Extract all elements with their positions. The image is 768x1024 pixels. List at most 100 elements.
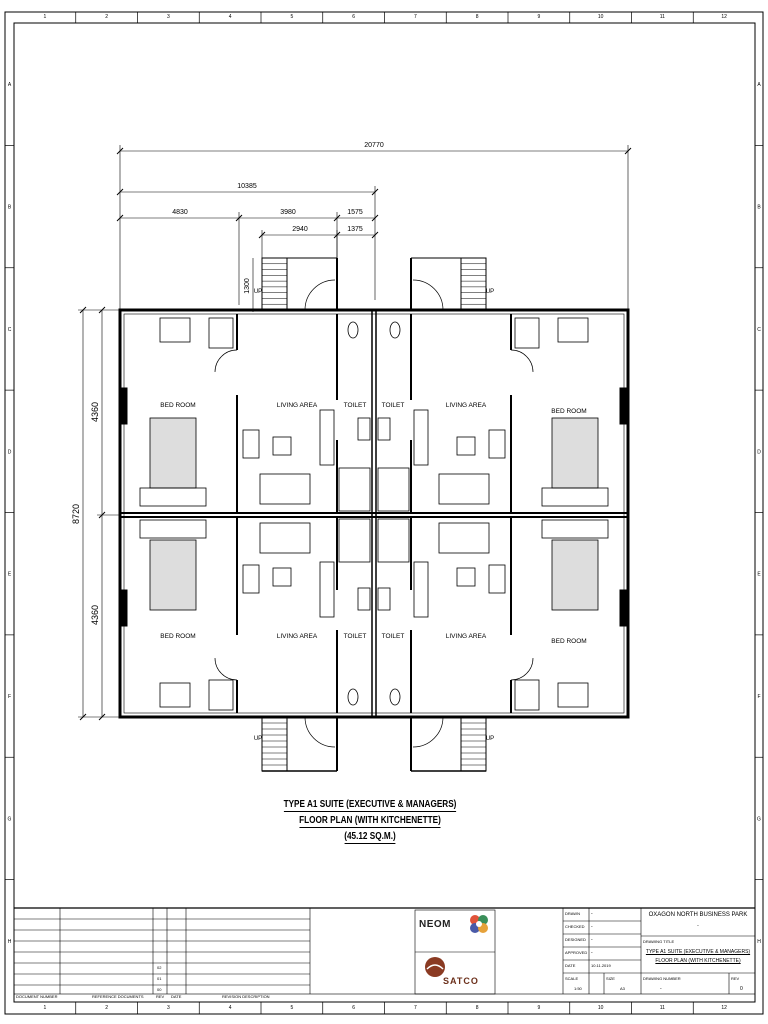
info-approved-label: APPROVED <box>565 950 588 955</box>
label-toilet-br: TOILET <box>382 633 405 640</box>
grid-column-label: 5 <box>290 1005 293 1011</box>
rev-header-docnum: DOCUMENT NUMBER <box>16 994 58 999</box>
label-up-bl: UP <box>254 736 262 742</box>
grid-ticks <box>5 12 763 1014</box>
info-approved-value: - <box>591 950 593 956</box>
info-date-label: DATE <box>565 963 576 968</box>
sheet-title-line3: (45.12 SQ.M.) <box>231 831 510 844</box>
grid-column-label: 8 <box>476 14 479 20</box>
label-toilet-tl: TOILET <box>344 402 367 409</box>
info-drawn-value: - <box>591 911 593 917</box>
floor-plan <box>118 257 630 772</box>
rev-label: REV <box>731 976 740 981</box>
grid-column-label: 11 <box>660 14 665 20</box>
title-block-lines <box>13 907 756 995</box>
grid-column-label: 7 <box>414 14 417 20</box>
dim-seg2: 3980 <box>280 209 296 216</box>
sheet-title-line1: TYPE A1 SUITE (EXECUTIVE & MANAGERS) <box>231 799 510 812</box>
sheet-title-text-3: (45.12 SQ.M.) <box>344 831 396 844</box>
label-bedroom-bl: BED ROOM <box>160 633 195 640</box>
info-size-value: A3 <box>620 986 625 991</box>
grid-column-label: 1 <box>43 14 46 20</box>
info-drawn-label: DRAWN <box>565 911 580 916</box>
project-sub: - <box>697 923 699 929</box>
label-bedroom-tr: BED ROOM <box>551 408 586 415</box>
dim-height-total: 8720 <box>71 504 81 524</box>
outer-border <box>4 11 764 1015</box>
grid-row-label: G <box>8 816 12 822</box>
grid-row-label: D <box>757 449 761 455</box>
neom-logo-text: NEOM <box>419 919 451 930</box>
dim-seg4: 2940 <box>292 226 308 233</box>
rev-value-01: 01 <box>157 976 162 981</box>
dim-height-bottom: 4360 <box>90 605 100 625</box>
grid-column-label: 11 <box>660 1005 665 1011</box>
grid-column-label: 3 <box>167 14 170 20</box>
drawing-number-value: - <box>660 986 662 992</box>
rev-header-refdocs: REFERENCE DOCUMENTS <box>92 994 144 999</box>
neom-emblem-icon <box>470 915 488 933</box>
grid-column-label: 6 <box>352 14 355 20</box>
drawing-number-label: DRAWING NUMBER <box>643 976 681 981</box>
grid-column-label: 6 <box>352 1005 355 1011</box>
grid-column-label: 9 <box>537 1005 540 1011</box>
label-bedroom-tl: BED ROOM <box>160 402 195 409</box>
label-bedroom-br: BED ROOM <box>551 638 586 645</box>
drawing-title-label: DRAWING TITLE <box>643 939 675 944</box>
rev-value-02: 02 <box>157 965 162 970</box>
info-date-value: 10.11.2019 <box>591 963 611 968</box>
grid-row-label: C <box>8 327 12 333</box>
grid-row-label: A <box>8 82 12 88</box>
sheet-title-line2: FLOOR PLAN (WITH KITCHENETTE) <box>231 815 510 828</box>
dim-stair: 1300 <box>244 278 251 294</box>
rev-header-desc: REVISION DESCRIPTION <box>222 994 270 999</box>
label-up-tl: UP <box>254 289 262 295</box>
grid-column-label: 1 <box>43 1005 46 1011</box>
grid-row-label: E <box>8 572 12 578</box>
dim-half: 10385 <box>237 183 257 190</box>
grid-row-label: A <box>757 82 761 88</box>
grid-row-label: B <box>8 205 12 211</box>
grid-row-label: C <box>757 327 761 333</box>
label-up-br: UP <box>486 736 494 742</box>
grid-column-label: 7 <box>414 1005 417 1011</box>
grid-row-label: E <box>757 572 761 578</box>
sheet-title-text-2: FLOOR PLAN (WITH KITCHENETTE) <box>299 815 441 828</box>
info-size-label: SIZE <box>606 976 615 981</box>
dimension-ticks <box>79 147 632 721</box>
info-designed-label: DESIGNED <box>565 937 586 942</box>
label-up-tr: UP <box>486 289 494 295</box>
grid-row-label: F <box>8 694 11 700</box>
satco-logo-text: SATCO <box>443 976 479 986</box>
rev-header-rev: REV <box>156 994 165 999</box>
grid-column-label: 2 <box>105 14 108 20</box>
label-living-tr: LIVING AREA <box>446 402 487 409</box>
grid-column-label: 10 <box>598 14 604 20</box>
grid-column-label: 12 <box>721 1005 727 1011</box>
info-scale-value: 1:50 <box>574 986 582 991</box>
project-name: OXAGON NORTH BUSINESS PARK <box>648 912 748 918</box>
grid-column-label: 3 <box>167 1005 170 1011</box>
info-checked-label: CHECKED <box>565 924 585 929</box>
dimension-lines <box>78 145 629 718</box>
grid-column-label: 9 <box>537 14 540 20</box>
label-toilet-tr: TOILET <box>382 402 405 409</box>
dim-overall: 20770 <box>364 142 384 149</box>
grid-row-label: B <box>757 205 761 211</box>
grid-row-label: F <box>757 694 760 700</box>
info-scale-label: SCALE <box>565 976 579 981</box>
stair-treads <box>262 263 486 766</box>
label-living-br: LIVING AREA <box>446 633 487 640</box>
info-checked-value: - <box>591 924 593 930</box>
satco-emblem-icon <box>425 957 445 977</box>
info-designed-value: - <box>591 937 593 943</box>
dim-seg1: 4830 <box>172 209 188 216</box>
rev-value-00: 00 <box>157 987 162 992</box>
drawing-title-1: TYPE A1 SUITE (EXECUTIVE & MANAGERS) <box>645 949 751 955</box>
dim-height-top: 4360 <box>90 402 100 422</box>
rev-value: 0 <box>740 986 743 992</box>
grid-column-label: 10 <box>598 1005 604 1011</box>
grid-row-label: H <box>757 939 761 945</box>
sheet-title-text-1: TYPE A1 SUITE (EXECUTIVE & MANAGERS) <box>283 799 457 812</box>
